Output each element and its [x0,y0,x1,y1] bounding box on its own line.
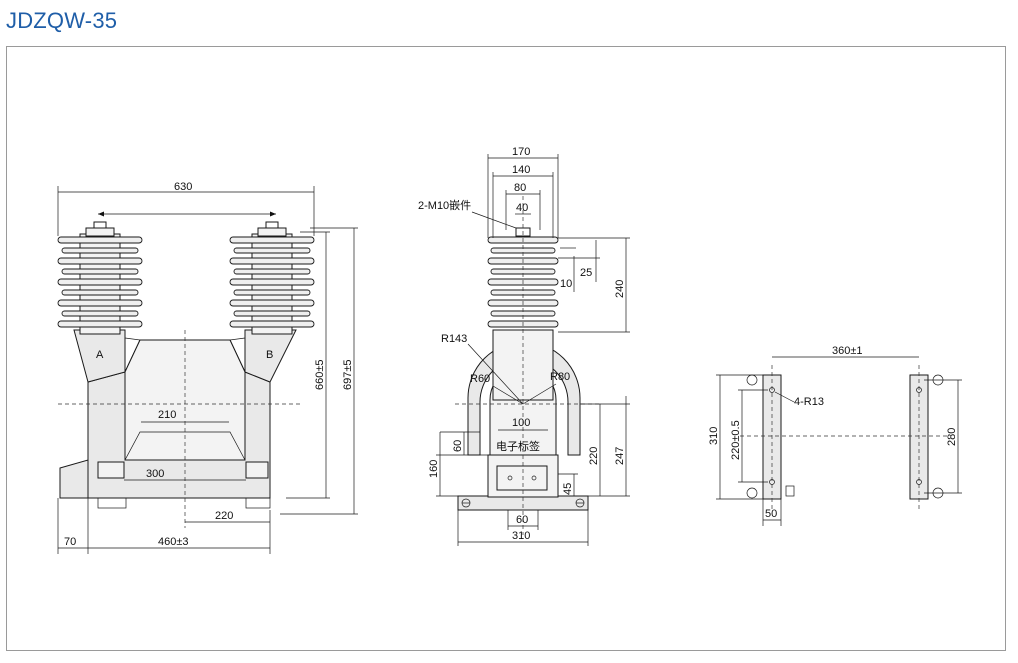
dim-100-label: 100 [512,417,530,429]
dim-220-base-label: 220±0.5 [730,420,742,460]
dim-45-label: 45 [562,483,574,495]
front-left-foot [59,459,89,499]
r60-label: R60 [470,373,490,385]
side-view: 电子标签 170 140 80 40 [418,146,630,546]
dim-310-label: 310 [512,530,530,542]
dim-310-base-label: 310 [708,427,720,445]
dim-80-label: 80 [514,182,526,194]
dim-10-label: 10 [560,278,572,290]
dim-247-label: 247 [614,447,626,465]
dim-697-label: 697±5 [342,359,354,390]
dim-50-label: 50 [765,508,777,520]
dim-220-side-label: 220 [588,447,600,465]
dim-70-label: 70 [64,536,76,548]
dim-160-label: 160 [428,460,440,478]
dim-630-label: 630 [174,181,192,193]
r80-label: R80 [550,371,570,383]
bolt-label: 2-M10嵌件 [418,199,471,212]
base-view: 360±1 4-R13 310 220±0.5 280 50 [708,345,962,526]
front-neck-left [124,337,141,341]
insulator-left [57,221,143,335]
dim-170-label: 170 [512,146,530,158]
front-bracket-right [245,497,271,509]
insulator-right [229,221,315,335]
front-view: 630 A B 210 300 220 70 460±3 660±5 697±5 [57,181,358,554]
dim-240-label: 240 [614,280,626,298]
holes-label: 4-R13 [794,396,824,408]
drawing-frame [6,46,1006,651]
dim-40-label: 40 [516,202,528,214]
terminal-b-label: B [266,349,273,361]
dim-210-label: 210 [158,409,176,421]
nameplate-label: 电子标签 [496,439,540,453]
terminal-a-label: A [96,349,104,361]
front-foot-block-right [245,461,269,479]
dim-60-label: 60 [452,440,464,452]
front-neck-right [229,337,246,341]
dim-660-label: 660±5 [314,359,326,390]
dim-140-label: 140 [512,164,530,176]
r143-label: R143 [441,333,467,345]
dim-360-label: 360±1 [832,345,863,357]
front-foot-block-left [97,461,125,479]
dim-25-label: 25 [580,267,592,279]
dim-300-label: 300 [146,468,164,480]
dim-460-label: 460±3 [158,536,189,548]
page-title: JDZQW-35 [6,8,118,33]
dim-60-bottom-label: 60 [516,514,528,526]
dim-280-label: 280 [946,428,958,446]
side-insulator [487,227,559,328]
dim-220-label: 220 [215,510,233,522]
front-bracket-left [97,497,127,509]
